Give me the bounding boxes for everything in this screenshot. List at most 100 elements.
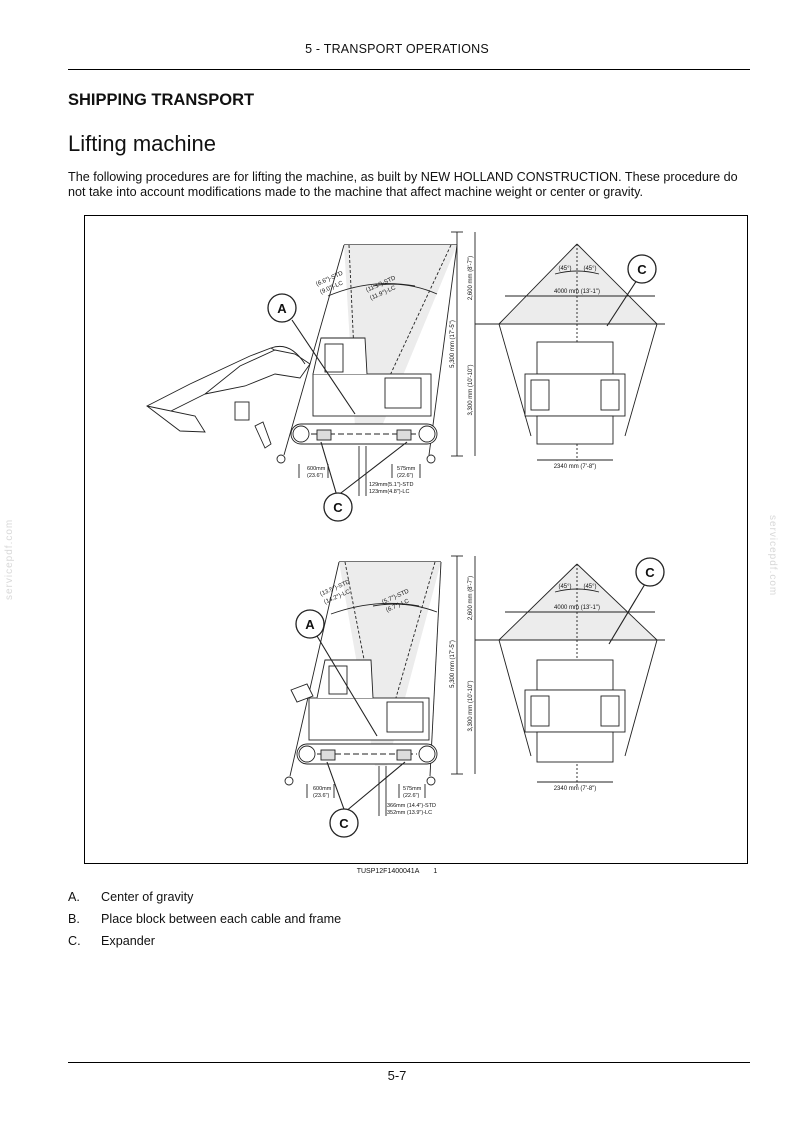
top-cable-front <box>283 244 345 456</box>
callout-c-top-label: C <box>333 500 343 515</box>
bottom-dim-left-2: (23.6") <box>313 793 329 799</box>
bottom-rear-light-left <box>530 695 550 727</box>
top-rear-light-left <box>530 379 550 411</box>
top-rear-body <box>524 373 626 417</box>
bottom-rear-cone <box>499 564 657 640</box>
top-lug-rear <box>396 429 412 441</box>
page-number: 5-7 <box>387 1068 407 1083</box>
top-rear-width-top: 4000 mm (13'-1") <box>554 289 600 295</box>
footer-rule <box>68 1062 750 1063</box>
callout-c-top <box>323 492 353 522</box>
top-bucket <box>254 421 272 449</box>
bottom-height-upper: 2,600 mm (8'-7") <box>468 576 474 620</box>
bottom-rear-lower-right <box>624 639 658 757</box>
top-sprocket <box>418 425 436 443</box>
legend-key: B. <box>68 912 80 926</box>
callout-line-c-top-1 <box>320 441 338 497</box>
callout-c-top-rear <box>627 254 657 284</box>
top-idler <box>292 425 310 443</box>
top-shackle-rear <box>426 454 436 464</box>
bottom-shackle-front <box>284 776 294 786</box>
callout-line-c-top-2 <box>336 441 408 497</box>
bottom-rear-cab <box>536 659 614 691</box>
callout-c-top-rear-label: C <box>637 262 647 277</box>
callout-c-bottom <box>329 808 359 838</box>
bottom-rear-angle-arc <box>554 588 600 593</box>
top-rear-undercarriage <box>536 415 614 445</box>
bottom-dim-right-1: 575mm <box>403 786 422 792</box>
bottom-height-lower: 3,300 mm (10'-10") <box>468 681 474 732</box>
top-rear-angle-a: (45°) <box>558 266 571 272</box>
watermark-right: servicepdf.com <box>767 515 778 597</box>
bottom-cab-window <box>328 665 348 695</box>
top-rear-angle-b: (45°) <box>583 266 596 272</box>
bottom-rear-lower-left <box>498 639 532 757</box>
section-title: SHIPPING TRANSPORT <box>68 91 255 109</box>
bottom-cable-rear <box>429 561 442 777</box>
bottom-angle-cone <box>339 562 441 766</box>
bottom-dim-left-1: 600mm <box>313 786 332 792</box>
top-dim-left-1: 600mm <box>307 466 326 472</box>
bottom-idler <box>298 745 316 763</box>
callout-line-c-top-rear <box>606 279 638 327</box>
watermark-left: servicepdf.com <box>4 518 15 600</box>
top-cable-rear <box>428 244 458 456</box>
top-bucket-pin <box>234 401 250 421</box>
bottom-engine-hood <box>386 701 424 733</box>
legend-text: Expander <box>101 934 155 948</box>
figure-caption: TUSP12F1400041A 1 <box>0 868 794 875</box>
lifting-diagram: A C C A C C (6.6°)-STD (9.0°)-LC (11.1°)… <box>145 231 665 838</box>
top-shackle-front <box>276 454 286 464</box>
bottom-rear-angle-b: (45°) <box>583 584 596 590</box>
callout-c-bottom-rear <box>635 557 665 587</box>
legend-text: Place block between each cable and frame <box>101 912 342 926</box>
header-rule <box>68 69 750 70</box>
bottom-lug-rear <box>396 749 412 761</box>
top-rear-lower-right <box>624 323 658 437</box>
figure-caption-number: 1 <box>433 868 438 875</box>
sub-title: Lifting machine <box>68 131 216 156</box>
chapter-header: 5 - TRANSPORT OPERATIONS <box>305 42 489 56</box>
callout-line-c-bottom-2 <box>344 761 406 813</box>
top-rear-cable-right <box>576 243 658 325</box>
bottom-rear-light-right <box>600 695 620 727</box>
bottom-boom-stub <box>290 683 314 703</box>
callout-line-c-bottom-1 <box>326 761 346 813</box>
top-bucket-link <box>146 405 206 433</box>
top-cab-window <box>324 343 344 373</box>
callout-line-a-bottom <box>316 635 378 737</box>
figure-caption-code: TUSP12F1400041A <box>356 868 420 875</box>
bottom-offset-1: 366mm (14.4")-STD <box>387 803 436 809</box>
top-offset-2: 123mm(4.8")-LC <box>369 489 409 495</box>
bottom-rear-width-top: 4000 mm (13'-1") <box>554 605 600 611</box>
bottom-offset-2: 352mm (13.9")-LC <box>387 810 432 816</box>
top-rear-cable-left <box>498 243 578 325</box>
callout-line-c-bottom-rear <box>608 583 646 645</box>
bottom-side-view <box>284 555 476 816</box>
legend-text: Center of gravity <box>101 890 194 904</box>
bottom-shackle-rear <box>426 776 436 786</box>
top-rear-width-base: 2340 mm (7'-8") <box>554 464 597 470</box>
top-rear-lower-left <box>498 323 532 437</box>
bottom-rear-undercarriage <box>536 731 614 763</box>
callout-c-bottom-rear-label: C <box>645 565 655 580</box>
top-rear-light-right <box>600 379 620 411</box>
bottom-lug-front <box>320 749 336 761</box>
bottom-upper-structure <box>308 697 430 741</box>
callout-c-bottom-label: C <box>339 816 349 831</box>
bottom-rear-cable-left <box>498 563 578 641</box>
top-boom-cylinder <box>270 345 306 365</box>
callout-a-top <box>267 293 297 323</box>
callout-a-bottom-label: A <box>305 617 315 632</box>
bottom-dim-right-2: (22.6") <box>403 793 419 799</box>
top-engine-hood <box>384 377 422 409</box>
top-dim-left-2: (23.6") <box>307 473 323 479</box>
bottom-height-total: 5,300 mm (17'-5") <box>450 640 456 688</box>
bottom-rear-angle-a: (45°) <box>558 584 571 590</box>
top-angle-arc-left <box>327 283 416 297</box>
callout-a-top-label: A <box>277 301 287 316</box>
top-offset-1: 129mm(5.1")-STD <box>369 482 413 488</box>
bottom-angle-arc-left <box>330 602 420 615</box>
top-side-view <box>145 231 476 496</box>
top-height-lower: 3,300 mm (10'-10") <box>468 365 474 416</box>
